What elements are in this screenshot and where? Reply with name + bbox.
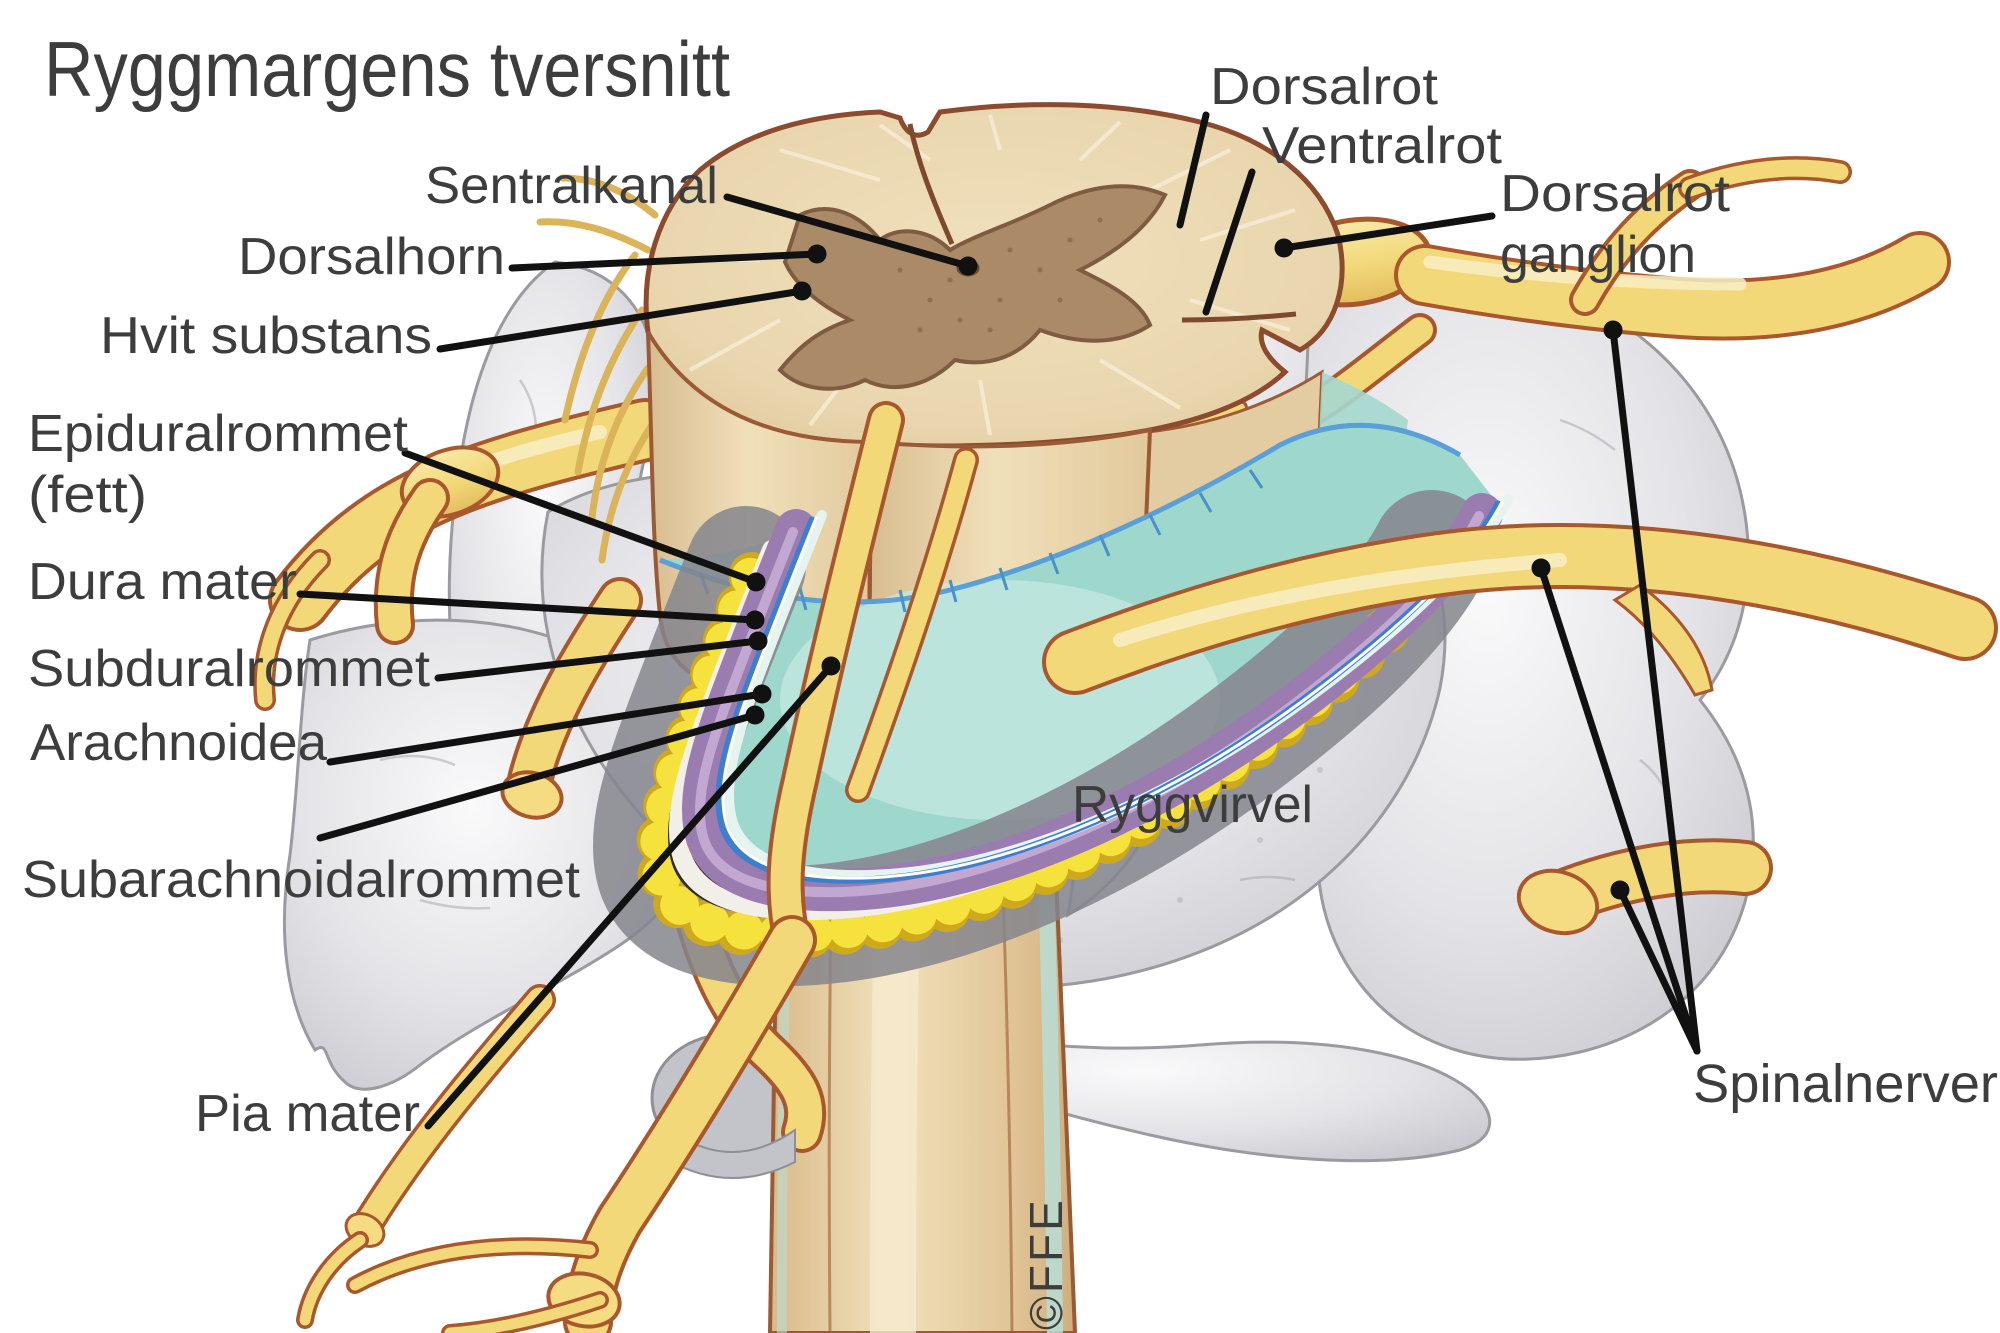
label-dorsalrot-ganglion-text: ganglion [1500,226,1696,284]
label-dorsalhorn-text: Dorsalhorn [238,228,505,286]
label-dura-mater: Dura mater [28,553,765,630]
label-dura-mater-leader-line [296,590,759,624]
label-arachnoidea-pointer-dot [752,684,772,704]
upper-nerve-twig [1681,159,1849,197]
label-dorsalhorn-leader-line [508,250,821,272]
label-sentralkanal-pointer-dot [958,256,978,276]
label-ventralrot-leader-line [1202,168,1256,316]
label-dorsalrot-ganglion-leader-line [1280,212,1496,252]
label-subarachnoidalrommet-text: Subarachnoidalrommet [22,851,581,909]
right-spinal-nerves [1042,523,1998,936]
label-dura-mater-text: Dura mater [28,553,297,611]
cut-nerve-stub [511,581,639,799]
label-pia-mater-text: Pia mater [195,1085,420,1143]
label-subduralrommet-pointer-dot [748,631,768,651]
label-arachnoidea-leader-line [326,690,766,766]
title: Ryggmargens tversnitt [44,25,730,113]
label-subduralrommet: Subduralrommet [28,631,768,698]
label-ventralrot-text: Ventralrot [1262,117,1503,175]
label-spinalnerver-pointer-dot [1610,880,1630,900]
label-hvit-substans-text: Hvit substans [100,307,432,365]
intrathecal-roots [296,401,979,1333]
label-subarachnoidalrommet-pointer-dot [745,705,765,725]
label-epiduralrommet: Epiduralrommet(fett) [28,405,766,592]
gray-matter-speckles [897,217,1103,333]
label-epiduralrommet-pointer-dot [746,572,766,592]
nerve-cut-end [1516,868,1600,936]
root-in-sac [770,405,901,955]
label-ryggvirvel: Ryggvirvel [1072,776,1313,834]
label-spinalnerver-leader-line [1537,564,1701,1055]
left-nerve-branch [377,482,446,641]
label-dorsalhorn-pointer-dot [807,244,827,264]
left-nerve-twig [256,552,328,708]
label-subarachnoidalrommet: Subarachnoidalrommet [22,705,765,909]
label-spinalnerver-text: Spinalnerver [1693,1054,1998,1114]
label-pia-mater-pointer-dot [821,656,841,676]
upper-nerve-branch [1573,173,1702,312]
label-hvit-substans-leader-line [436,287,806,353]
label-ventralrot: Ventralrot [1202,117,1503,316]
label-epiduralrommet-text: (fett) [28,466,147,524]
left-rootlet-bundle [536,174,659,564]
nerve-whisker [299,1234,366,1326]
label-pia-mater-leader-line [424,662,835,1130]
label-dorsalrot-text: Dorsalrot [1210,58,1439,116]
spinal-nerve-upper [1398,235,1947,337]
label-dorsalrot-ganglion-pointer-dot [1274,238,1294,258]
label-pia-mater: Pia mater [195,656,841,1143]
left-spinal-nerves [253,398,677,1248]
label-arachnoidea-text: Arachnoidea [30,714,327,772]
title-text: Ryggmargens tversnitt [44,25,730,113]
label-ryggvirvel-text: Ryggvirvel [1072,776,1313,834]
label-dorsalrot: Dorsalrot [1176,58,1439,229]
label-hvit-substans: Hvit substans [100,281,812,365]
label-spinalnerver-leader-line [1609,326,1701,1055]
annotations: Ryggmargens tversnittSentralkanalDorsalh… [22,25,1998,1330]
nerve-whisker [444,1294,606,1333]
label-subduralrommet-text: Subduralrommet [28,640,431,698]
label-spinalnerver-leader-line [1616,886,1701,1055]
dorsal-median-sulcus [907,123,955,245]
label-epiduralrommet-text: Epiduralrommet [28,405,409,463]
label-spinalnerver-pointer-dot [1531,558,1551,578]
label-spinalnerver: Spinalnerver [1531,320,1998,1114]
nerve-whisker [349,1240,596,1291]
label-sentralkanal: Sentralkanal [425,157,978,276]
foramen-lower-lip [667,1125,796,1179]
watermark-text: ©FFE [1020,1197,1072,1330]
root-in-sac [848,450,976,800]
label-dorsalrot-leader-line [1176,111,1210,229]
label-sentralkanal-leader-line [723,193,972,270]
label-dorsalrot-ganglion-text: Dorsalrot [1500,165,1731,223]
label-spinalnerver-pointer-dot [1603,320,1623,340]
label-dorsalhorn: Dorsalhorn [238,228,827,286]
label-epiduralrommet-leader-line [401,449,760,586]
lateral-sulcus [1181,311,1297,323]
face-streaks [665,114,1296,436]
nerve-pointed-twig [1612,583,1714,697]
label-subduralrommet-leader-line [434,637,762,682]
label-sentralkanal-text: Sentralkanal [425,157,718,215]
label-arachnoidea: Arachnoidea [30,684,772,772]
label-hvit-substans-pointer-dot [792,281,812,301]
watermark: ©FFE [1020,1197,1072,1330]
label-dura-mater-pointer-dot [745,610,765,630]
label-subarachnoidalrommet-leader-line [316,711,759,842]
